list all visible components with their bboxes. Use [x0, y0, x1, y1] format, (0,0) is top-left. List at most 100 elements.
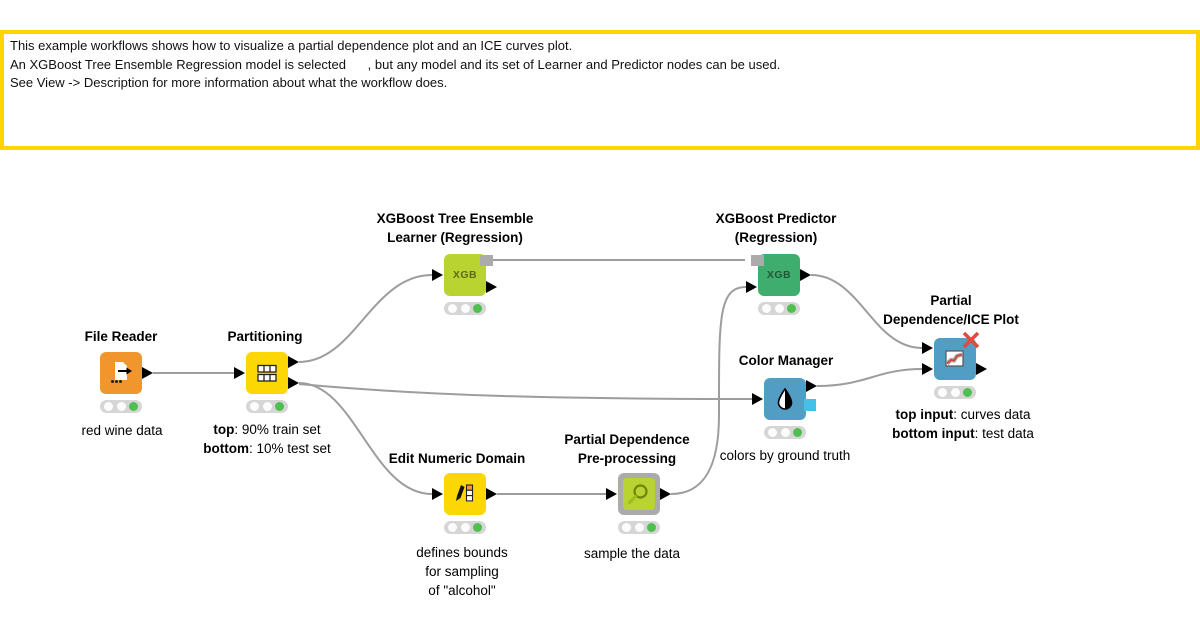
node-title-xgboost-learner: XGBoost Tree Ensemble Learner (Regressio… [377, 209, 534, 247]
caption-line: bottom input: test data [892, 426, 1034, 441]
color-model-port[interactable] [804, 399, 816, 411]
status-dot [249, 402, 259, 411]
status-dot [621, 523, 631, 532]
node-title-file-reader: File Reader [84, 329, 158, 344]
status-dot-done [793, 428, 803, 437]
input-port[interactable] [752, 393, 763, 405]
input-port[interactable] [234, 367, 245, 379]
title-line: Partial Dependence [564, 432, 690, 447]
status-dot [447, 304, 457, 313]
traffic-light-status [246, 400, 288, 413]
node-pd-preprocessing[interactable] [606, 473, 671, 534]
title-line: Pre-processing [577, 451, 677, 466]
error-x-icon [962, 331, 980, 349]
model-output-port[interactable] [480, 255, 493, 266]
caption-line: for sampling [425, 564, 499, 579]
workflow-annotation[interactable]: This example workflows shows how to visu… [0, 30, 1200, 150]
partitioning-node-body[interactable] [246, 352, 288, 394]
node-caption-pd-preprocessing: sample the data [583, 546, 681, 561]
input-port[interactable] [746, 281, 757, 293]
traffic-light-status [444, 521, 486, 534]
connection-partitioning-learner[interactable] [298, 274, 433, 363]
output-port[interactable] [660, 488, 671, 500]
table-partition-icon [257, 364, 277, 382]
pen-column-icon [456, 484, 474, 502]
caption-line: of "alcohol" [428, 583, 496, 598]
xgb-label: XGB [452, 269, 478, 281]
status-dot-done [473, 523, 483, 532]
output-port-bottom[interactable] [288, 377, 299, 389]
output-port[interactable] [800, 269, 811, 281]
node-edit-numeric-domain[interactable] [432, 473, 497, 534]
title-line: (Regression) [734, 230, 818, 245]
title-line: Dependence/ICE Plot [883, 312, 1019, 327]
output-port[interactable] [486, 281, 497, 293]
output-port[interactable] [806, 380, 817, 392]
ice-plot-node-body[interactable] [934, 338, 976, 380]
node-title-color-manager: Color Manager [738, 353, 834, 368]
node-caption-partitioning: top: 90% train set bottom: 10% test set [203, 420, 331, 458]
output-port[interactable] [976, 363, 987, 375]
title-line: Partial [930, 293, 972, 308]
annotation-line: See View -> Description for more informa… [10, 75, 448, 90]
status-dot-done [473, 304, 483, 313]
node-title-pd-ice-plot: Partial Dependence/ICE Plot [883, 291, 1019, 329]
color-manager-node-body[interactable] [764, 378, 806, 420]
node-caption-color-manager: colors by ground truth [719, 448, 851, 463]
status-dot [103, 402, 113, 411]
input-port-bottom[interactable] [922, 363, 933, 375]
connection-preprocessing-predictor[interactable] [670, 286, 747, 495]
connection-colormanager-iceplot-bottom[interactable] [816, 368, 923, 387]
node-pd-ice-plot[interactable] [922, 331, 987, 399]
node-caption-pd-ice-plot: top input: curves data bottom input: tes… [892, 405, 1034, 443]
input-port[interactable] [606, 488, 617, 500]
connection-predictor-iceplot-top[interactable] [810, 274, 923, 349]
status-dot [937, 388, 947, 397]
node-file-reader[interactable] [100, 352, 153, 413]
status-dot [767, 428, 777, 437]
output-port[interactable] [142, 367, 153, 379]
water-drop-icon [777, 387, 793, 410]
output-port-top[interactable] [288, 356, 299, 368]
edit-numeric-domain-node-body[interactable] [444, 473, 486, 515]
status-dot [460, 304, 470, 313]
input-port[interactable] [432, 488, 443, 500]
node-title-edit-numeric-domain: Edit Numeric Domain [388, 451, 526, 466]
status-dot [116, 402, 126, 411]
title-line: XGBoost Tree Ensemble [376, 211, 534, 226]
component-frame[interactable] [618, 473, 660, 515]
output-port[interactable] [486, 488, 497, 500]
connection-partitioning-editdomain[interactable] [298, 382, 433, 495]
annotation-line: This example workflows shows how to visu… [10, 38, 573, 53]
status-dot [761, 304, 771, 313]
xgboost-learner-node-body[interactable]: XGB [444, 254, 486, 296]
node-xgboost-predictor[interactable]: XGB [746, 254, 811, 315]
model-input-port[interactable] [751, 255, 764, 266]
status-dot-done [275, 402, 285, 411]
node-caption-file-reader: red wine data [81, 423, 163, 438]
file-document-icon [111, 362, 132, 383]
status-dot-done [787, 304, 797, 313]
connection-partitioning-colormanager[interactable] [298, 383, 753, 400]
status-dot [460, 523, 470, 532]
input-port-top[interactable] [922, 342, 933, 354]
status-dot [774, 304, 784, 313]
title-line: XGBoost Predictor [715, 211, 837, 226]
node-partitioning[interactable] [234, 352, 299, 413]
xgboost-predictor-node-body[interactable]: XGB [758, 254, 800, 296]
node-caption-edit-numeric-domain: defines bounds for sampling of "alcohol" [416, 543, 508, 600]
node-color-manager[interactable] [752, 378, 817, 439]
status-dot [950, 388, 960, 397]
traffic-light-status [764, 426, 806, 439]
status-dot [634, 523, 644, 532]
input-port[interactable] [432, 269, 443, 281]
node-xgboost-learner[interactable]: XGB [432, 254, 497, 315]
node-title-pd-preprocessing: Partial Dependence Pre-processing [564, 430, 689, 468]
status-dot [262, 402, 272, 411]
traffic-light-status [444, 302, 486, 315]
status-dot-done [647, 523, 657, 532]
file-reader-node-body[interactable] [100, 352, 142, 394]
caption-line: top input: curves data [895, 407, 1031, 422]
